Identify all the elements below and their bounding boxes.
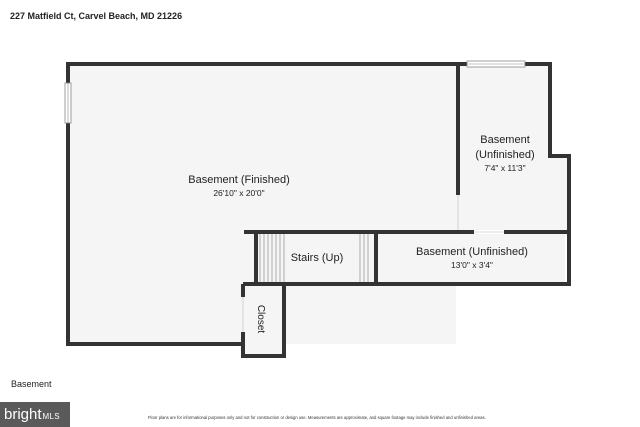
closet-name: Closet <box>255 305 266 334</box>
unfinished-top-dimensions: 7'4" x 11'3" <box>484 163 525 173</box>
room-labels: Basement (Finished) 26'10" x 20'0" Basem… <box>188 134 534 333</box>
closet-wall <box>241 284 286 358</box>
stair-treads <box>259 234 369 282</box>
unfinished-bottom-dimensions: 13'0" x 3'4" <box>451 260 493 270</box>
unfinished-top-floor <box>460 66 567 230</box>
unfinished-top-name-line2: (Unfinished) <box>475 149 534 161</box>
floor-label: Basement <box>11 379 52 389</box>
property-address: 227 Matfield Ct, Carvel Beach, MD 21226 <box>10 11 183 21</box>
floor-fills <box>70 66 567 356</box>
disclaimer-text: Floor plans are for informational purpos… <box>148 415 486 420</box>
openings <box>64 60 526 332</box>
walls <box>66 62 571 358</box>
stairs-name: Stairs (Up) <box>291 252 344 264</box>
unfinished-top-name-line1: Basement <box>480 134 530 146</box>
logo-sub-text: MLS <box>42 411 60 421</box>
bright-mls-logo: bright MLS <box>0 402 70 427</box>
closet-floor <box>244 286 282 356</box>
main-room-dimensions: 26'10" x 20'0" <box>213 188 264 198</box>
logo-main-text: bright <box>4 406 42 423</box>
unfinished-bottom-floor <box>378 234 565 282</box>
outer-wall <box>66 62 571 346</box>
unfinished-bottom-name: Basement (Unfinished) <box>416 246 528 258</box>
main-room-name: Basement (Finished) <box>188 174 290 186</box>
